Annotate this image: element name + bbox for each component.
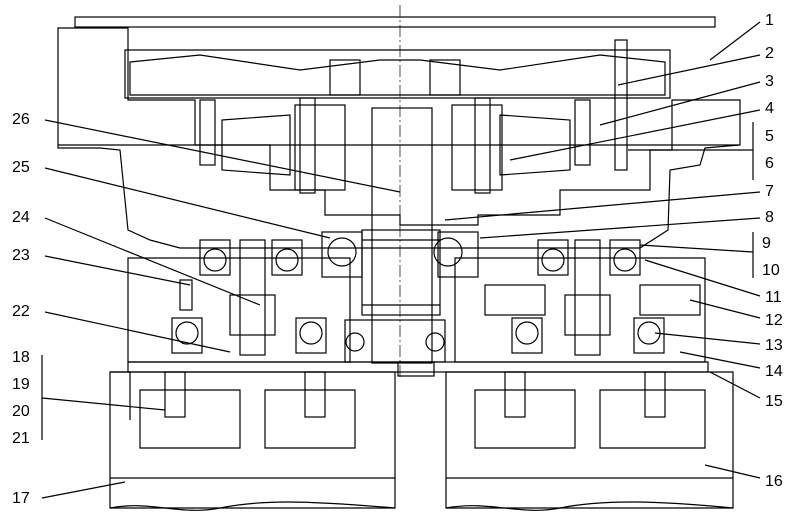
label-5: 5 — [765, 128, 774, 145]
label-15: 15 — [765, 393, 783, 410]
label-14: 14 — [765, 363, 783, 380]
supports — [109, 371, 734, 511]
top-plate — [74, 16, 716, 28]
label-10: 10 — [762, 262, 780, 279]
label-18: 18 — [12, 349, 30, 366]
label-17: 17 — [12, 490, 30, 507]
label-21: 21 — [12, 430, 30, 447]
label-11: 11 — [765, 289, 782, 306]
top-bolts — [199, 39, 628, 194]
label-25: 25 — [12, 159, 30, 176]
foundation-bolts — [164, 371, 666, 418]
label-2: 2 — [765, 45, 774, 62]
bearings — [171, 231, 665, 363]
part-labels: 1 2 3 4 5 6 7 8 9 10 11 12 13 14 15 16 1… — [12, 12, 783, 507]
label-26: 26 — [12, 111, 30, 128]
label-23: 23 — [12, 247, 30, 264]
label-1: 1 — [765, 12, 774, 29]
shaft — [361, 107, 441, 364]
label-8: 8 — [765, 209, 774, 226]
label-7: 7 — [765, 183, 774, 200]
label-13: 13 — [765, 337, 783, 354]
base-flange — [127, 361, 709, 377]
label-4: 4 — [765, 100, 774, 117]
cover-gear — [124, 49, 671, 99]
leader-lines — [41, 21, 761, 499]
label-22: 22 — [12, 303, 30, 320]
label-12: 12 — [765, 312, 783, 329]
label-16: 16 — [765, 473, 783, 490]
elastic-elements — [221, 104, 571, 191]
label-24: 24 — [12, 209, 30, 226]
label-3: 3 — [765, 73, 774, 90]
housing — [57, 27, 741, 363]
label-20: 20 — [12, 403, 30, 420]
label-6: 6 — [765, 155, 774, 172]
label-19: 19 — [12, 376, 30, 393]
label-9: 9 — [762, 235, 771, 252]
